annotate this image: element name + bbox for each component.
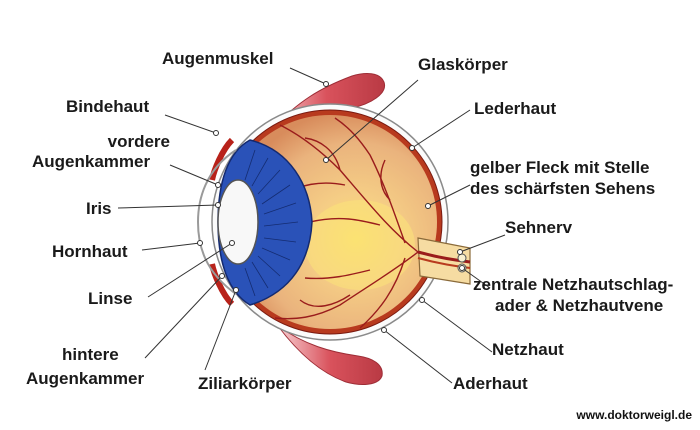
retinal-vessels <box>261 117 419 329</box>
label-hornhaut: Hornhaut <box>52 242 128 261</box>
label-glaskoerper: Glaskörper <box>418 55 508 74</box>
leader-lines <box>117 67 506 384</box>
label-zentrale-1: zentrale Netzhautschlag- <box>473 275 674 294</box>
label-hintere-augenkammer-2: Augenkammer <box>26 369 145 388</box>
optic-nerve <box>417 237 471 285</box>
label-augenmuskel: Augenmuskel <box>162 49 274 68</box>
source-link[interactable]: www.doktorweigl.de <box>576 408 692 422</box>
label-vordere-augenkammer-1: vordere <box>107 132 170 151</box>
macula <box>305 200 415 290</box>
label-zentrale-2: ader & Netzhautvene <box>495 296 664 315</box>
label-hintere-augenkammer-1: hintere <box>62 345 119 364</box>
label-iris: Iris <box>86 199 112 218</box>
lens <box>217 179 259 265</box>
lower-eye-muscle <box>277 325 383 385</box>
label-lederhaut: Lederhaut <box>474 99 557 118</box>
label-gelber-fleck-1: gelber Fleck mit Stelle <box>470 158 650 177</box>
label-gelber-fleck-2: des schärfsten Sehens <box>470 179 656 198</box>
label-netzhaut: Netzhaut <box>492 340 564 359</box>
label-aderhaut: Aderhaut <box>453 374 528 393</box>
label-sehnerv: Sehnerv <box>505 218 573 237</box>
label-linse: Linse <box>88 289 133 308</box>
label-dots <box>197 81 465 333</box>
cornea <box>196 149 237 295</box>
label-ziliarkoerper: Ziliarkörper <box>198 374 292 393</box>
label-bindehaut: Bindehaut <box>66 97 150 116</box>
label-vordere-augenkammer-2: Augenkammer <box>32 152 151 171</box>
